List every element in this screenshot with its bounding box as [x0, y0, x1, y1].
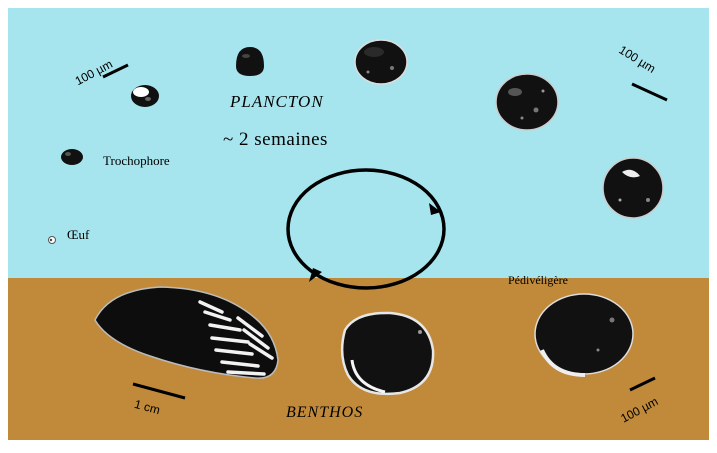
- early-veliger-larva-icon: [131, 85, 159, 107]
- d-veliger-larva-icon: [236, 47, 264, 76]
- egg-icon: [49, 237, 56, 244]
- juvenile-mussel-icon: [342, 313, 433, 394]
- plankton-zone: [8, 8, 709, 278]
- late-umbo-larva-icon: [603, 158, 663, 218]
- umbo-larva-icon: [496, 74, 558, 130]
- veliger-larva-icon: [355, 40, 407, 84]
- plankton-label: PLANCTON: [230, 92, 324, 112]
- benthos-label: BENTHOS: [286, 404, 363, 422]
- trochophore-larva-icon: [61, 149, 83, 165]
- trochophore-label: Trochophore: [103, 153, 170, 169]
- pediveliger-label: Pédivéligère: [508, 273, 568, 288]
- post-larva-icon: [535, 294, 633, 375]
- egg-label: Œuf: [67, 227, 89, 243]
- cycle-duration-label: ~ 2 semaines: [223, 129, 328, 151]
